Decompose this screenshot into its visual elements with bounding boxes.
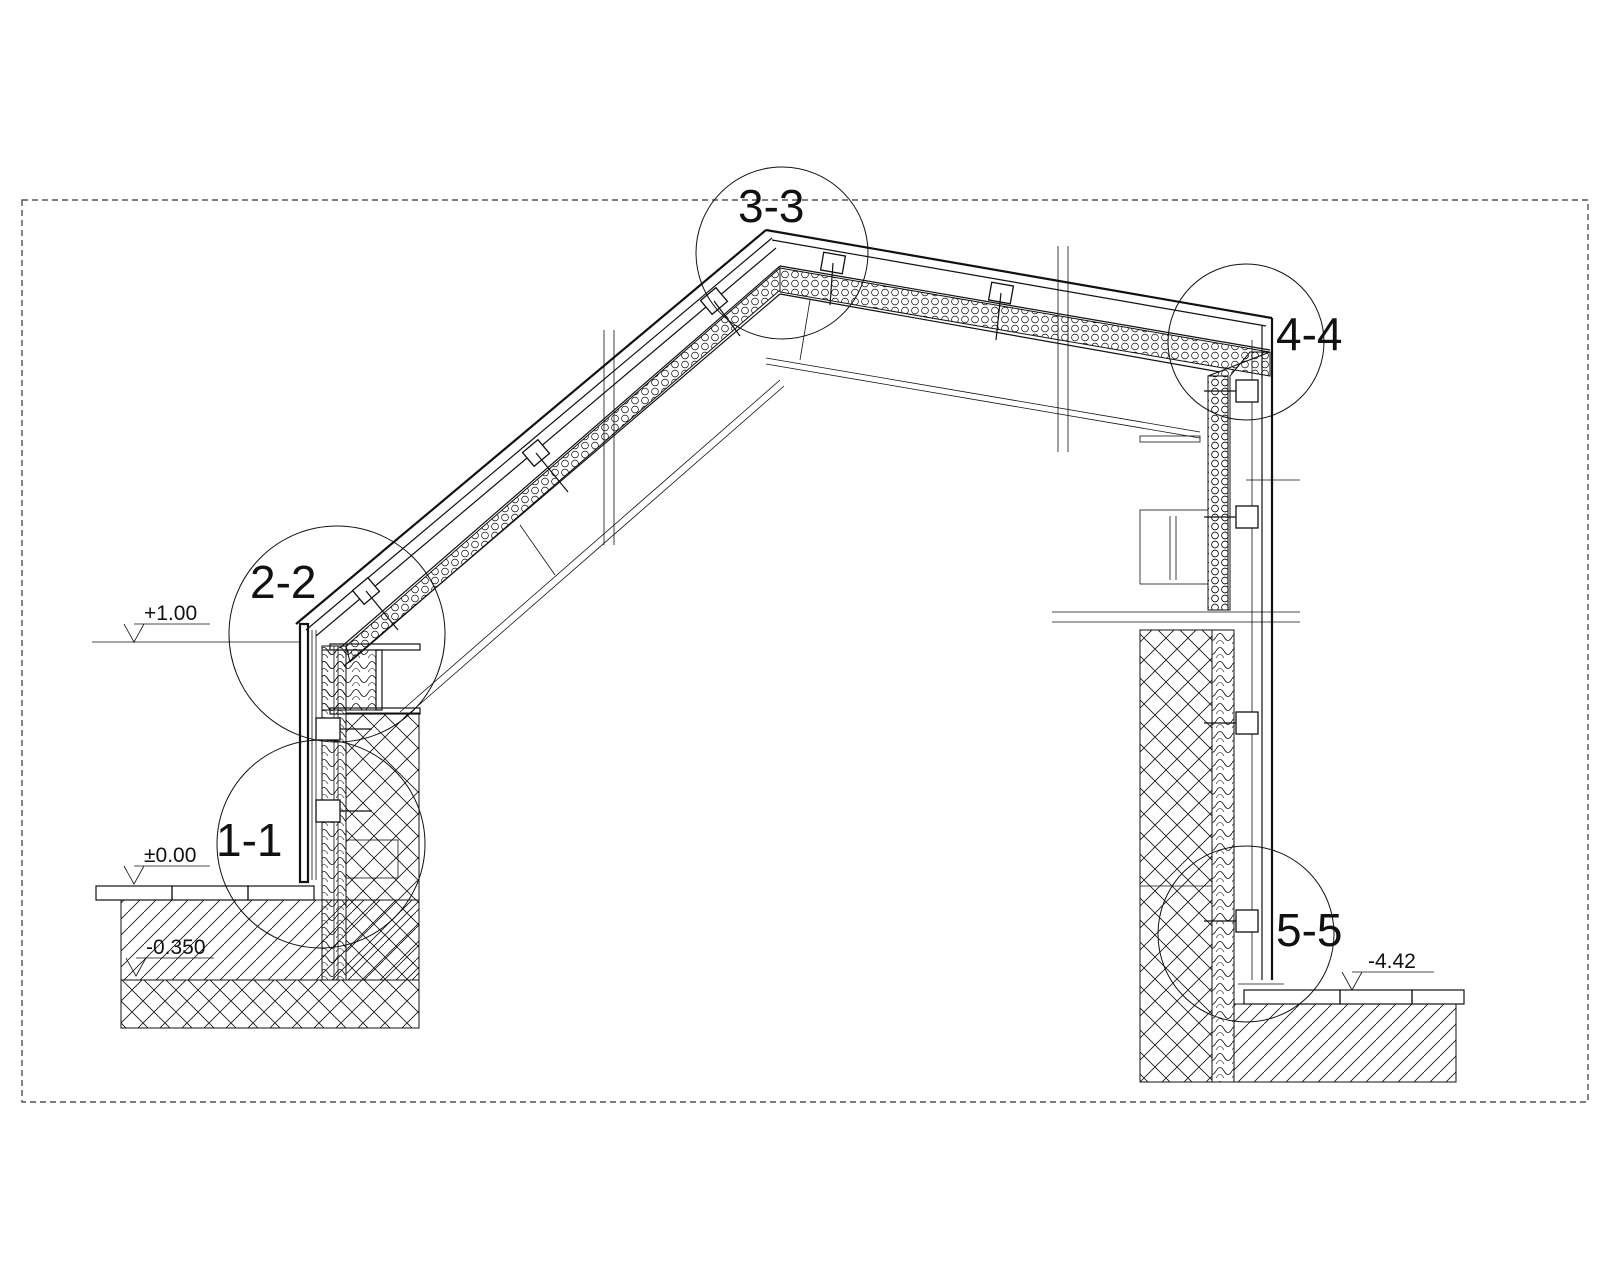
section-circle-4-4 — [1167, 263, 1325, 421]
flat-roof — [765, 228, 1273, 452]
right-foundation — [1233, 983, 1465, 1083]
level-mark-minus-4-42: -4.42 — [1341, 950, 1434, 991]
section-label-2-2: 2-2 — [250, 556, 316, 608]
section-label-1-1: 1-1 — [216, 814, 282, 866]
level-mark-zero: ±0.00 — [123, 844, 210, 885]
level-label-minus-0-350: -0.350 — [146, 936, 206, 959]
sloped-roof — [295, 229, 785, 719]
section-label-4-4: 4-4 — [1276, 308, 1342, 360]
section-circle-2-2 — [228, 525, 446, 743]
level-label-zero: ±0.00 — [144, 844, 196, 867]
left-eave-beam — [321, 643, 421, 715]
level-label-minus-4-42: -4.42 — [1368, 950, 1416, 973]
section-label-5-5: 5-5 — [1276, 904, 1342, 956]
right-wall — [1052, 318, 1300, 1083]
level-label-plus-1-00: +1.00 — [144, 602, 197, 625]
left-foundation — [95, 622, 420, 1029]
level-mark-plus-1-00: +1.00 — [92, 602, 300, 643]
section-circle-1-1 — [216, 739, 426, 949]
section-circle-5-5 — [1157, 845, 1335, 1023]
level-mark-minus-0-350: -0.350 — [125, 936, 214, 977]
section-label-3-3: 3-3 — [738, 180, 804, 232]
section-circle-3-3 — [695, 166, 869, 340]
drawing-frame — [21, 199, 1589, 1103]
